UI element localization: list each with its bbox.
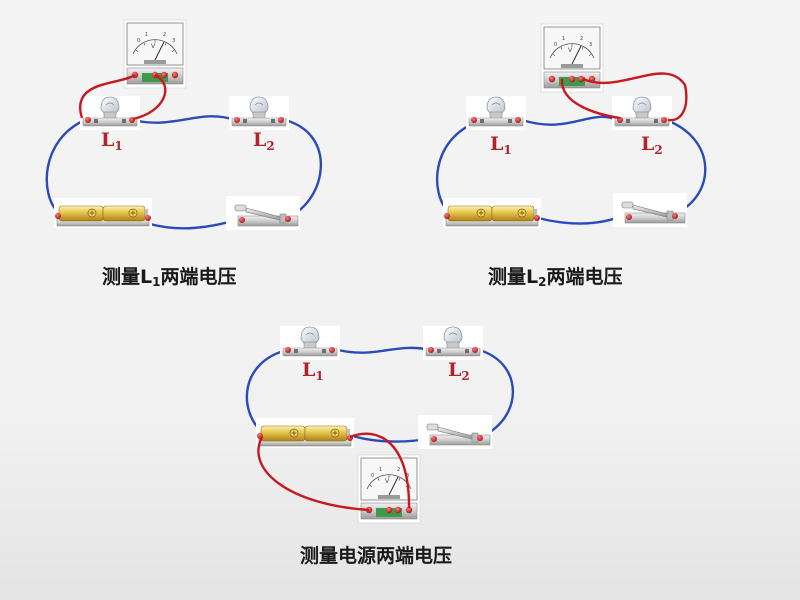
wire-lamp1-lamp2 xyxy=(333,346,431,354)
wire-battery-lamp1 xyxy=(45,118,86,213)
lamp-l1 xyxy=(279,325,341,361)
caption-measure-l1: 测量L1两端电压 xyxy=(102,266,237,289)
circuit-measure-l2: 0 1 2 3 V L1 L2 xyxy=(435,23,707,229)
caption-measure-source: 测量电源两端电压 xyxy=(300,545,453,567)
svg-text:2: 2 xyxy=(580,36,583,42)
svg-text:2: 2 xyxy=(163,32,166,38)
lamp-l2 xyxy=(228,95,290,131)
voltmeter-lead-1 xyxy=(560,78,621,120)
knife-switch xyxy=(417,414,493,450)
svg-text:3: 3 xyxy=(172,38,175,44)
label-l1: L1 xyxy=(101,129,123,153)
voltmeter-lead-1 xyxy=(257,436,370,512)
svg-text:0: 0 xyxy=(137,38,140,44)
wire-lamp1-lamp2 xyxy=(132,115,236,124)
battery-pack xyxy=(53,197,153,229)
svg-text:2: 2 xyxy=(397,467,400,473)
voltmeter-lead-2 xyxy=(582,72,688,122)
circuit-measure-l1: 0 1 2 3 V L1 L2 xyxy=(45,19,322,231)
voltmeter-lead-2 xyxy=(132,73,167,121)
svg-text:0: 0 xyxy=(554,42,557,48)
voltmeter xyxy=(357,454,421,524)
caption-measure-l2: 测量L2两端电压 xyxy=(488,266,623,289)
svg-text:3: 3 xyxy=(589,42,592,48)
wire-battery-lamp1 xyxy=(245,348,288,433)
meter-scale-labels: 0 1 2 3 V xyxy=(554,36,592,54)
svg-text:1: 1 xyxy=(379,467,382,473)
lamp-l2 xyxy=(611,95,673,131)
voltmeter-lead-2 xyxy=(349,432,411,509)
svg-text:1: 1 xyxy=(145,32,148,38)
knife-switch xyxy=(612,192,688,228)
wire-lamp2-switch xyxy=(474,347,514,440)
label-l2: L2 xyxy=(253,129,275,153)
label-l1: L1 xyxy=(302,359,324,383)
battery-pack xyxy=(442,197,542,229)
label-l1: L1 xyxy=(490,133,512,157)
lamp-l1 xyxy=(465,95,527,131)
label-l2: L2 xyxy=(448,359,470,383)
svg-text:V: V xyxy=(568,47,573,54)
circuit-measure-source: 0 1 2 3 V L1 L2 xyxy=(245,325,514,524)
svg-text:1: 1 xyxy=(562,36,565,42)
svg-text:V: V xyxy=(151,43,156,50)
battery-pack xyxy=(255,417,355,449)
lamp-l2 xyxy=(422,325,484,361)
knife-switch xyxy=(225,195,301,231)
wire-lamp1-lamp2 xyxy=(521,115,618,126)
voltmeter xyxy=(123,19,187,89)
voltmeter-lead-1 xyxy=(78,73,136,119)
meter-scale-labels: 0 1 2 3 V xyxy=(137,32,175,50)
svg-text:V: V xyxy=(385,478,390,485)
label-l2: L2 xyxy=(641,133,663,157)
svg-text:0: 0 xyxy=(371,473,374,479)
lamp-l1 xyxy=(79,95,141,131)
